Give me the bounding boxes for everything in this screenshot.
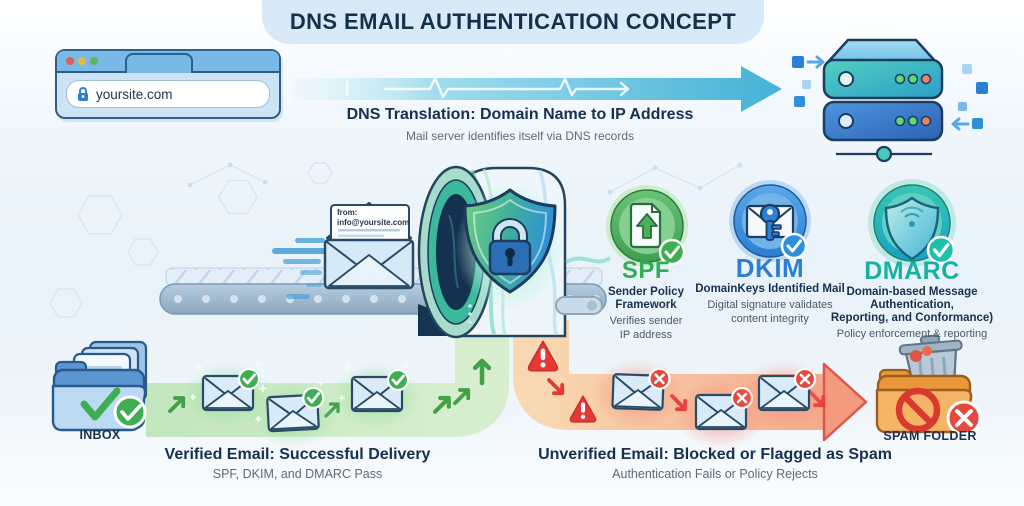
email-from-text: from: info@yoursite.com	[337, 208, 410, 227]
unverified-subheading: Authentication Fails or Policy Rejects	[612, 467, 818, 481]
browser-tab	[125, 53, 193, 73]
pulse-line	[345, 76, 630, 99]
window-maximize-dot	[90, 57, 98, 65]
motion-lines	[272, 238, 326, 299]
protocol-dmarc-description: Policy enforcement & reporting	[836, 328, 988, 340]
browser-title-bar	[57, 51, 279, 73]
inbox-icon	[51, 340, 148, 432]
protocol-dmarc-name: DMARC	[864, 257, 960, 285]
browser-window: yoursite.com	[55, 49, 281, 119]
dkim-check-icon	[780, 232, 808, 260]
protocol-dmarc-fullname: Domain-based Message Authentication, Rep…	[830, 286, 994, 324]
protocol-dkim-fullname: DomainKeys Identified Mail	[695, 283, 845, 295]
blocked-icon	[895, 387, 941, 433]
address-bar[interactable]: yoursite.com	[66, 80, 270, 108]
spam-x-icon	[946, 400, 982, 436]
protocol-spf: SPF Sender Policy Framework Verifies sen…	[585, 258, 707, 342]
background-decorations	[49, 162, 743, 318]
protocol-dmarc: DMARC Domain-based Message Authenticatio…	[806, 258, 1018, 342]
dns-translation-heading: DNS Translation: Domain Name to IP Addre…	[346, 106, 694, 123]
dmarc-icon	[868, 179, 956, 267]
spam-folder-label: SPAM FOLDER	[883, 429, 977, 443]
dns-arrow	[292, 66, 782, 112]
data-packets-right	[951, 64, 988, 131]
unverified-arrowhead	[822, 362, 868, 442]
unverified-envelopes	[589, 356, 832, 451]
mini-shield-icon	[884, 196, 940, 261]
spf-check-icon	[658, 238, 686, 266]
protocol-dkim: DKIM DomainKeys Identified Mail Digital …	[690, 255, 850, 326]
padlock-icon	[488, 218, 532, 276]
dkim-icon	[729, 180, 811, 262]
server-icon	[792, 38, 988, 163]
inbox-label: INBOX	[79, 428, 121, 442]
rejected-envelope-icon	[736, 358, 832, 432]
protocol-spf-name: SPF	[621, 257, 671, 284]
email-envelope	[323, 201, 415, 290]
verified-text-block: Verified Email: Successful Delivery SPF,…	[130, 446, 465, 481]
scanner-tunnel	[417, 165, 612, 339]
dmarc-check-icon	[926, 235, 956, 265]
protocol-dkim-description: Digital signature validates content inte…	[707, 299, 833, 325]
key-icon	[759, 203, 782, 241]
data-packets-left	[792, 55, 825, 107]
window-minimize-dot	[78, 57, 86, 65]
page-title: DNS EMAIL AUTHENTICATION CONCEPT	[289, 9, 737, 34]
from-label: from:	[337, 208, 358, 217]
from-address: info@yoursite.com	[337, 217, 410, 227]
lock-icon	[78, 87, 88, 101]
spam-folder-icon	[875, 334, 982, 436]
window-close-dot	[66, 57, 74, 65]
unverified-heading: Unverified Email: Blocked or Flagged as …	[538, 446, 892, 463]
title-banner	[262, 0, 764, 44]
unverified-path	[513, 320, 826, 430]
security-shield	[463, 188, 557, 294]
verified-heading: Verified Email: Successful Delivery	[164, 446, 431, 463]
unverified-text-block: Unverified Email: Blocked or Flagged as …	[535, 446, 895, 481]
dns-translation-subheading: Mail server identifies itself via DNS re…	[405, 129, 635, 143]
upload-arrow-icon	[636, 213, 658, 239]
url-text: yoursite.com	[96, 86, 173, 102]
spf-icon	[606, 185, 688, 267]
verified-envelope-icon	[331, 361, 423, 431]
verified-subheading: SPF, DKIM, and DMARC Pass	[212, 467, 383, 481]
protocol-spf-description: Verifies sender IP address	[609, 315, 683, 341]
protocol-dkim-name: DKIM	[735, 253, 805, 283]
inbox-check-icon	[113, 395, 147, 429]
protocol-spf-fullname: Sender Policy Framework	[607, 286, 685, 311]
